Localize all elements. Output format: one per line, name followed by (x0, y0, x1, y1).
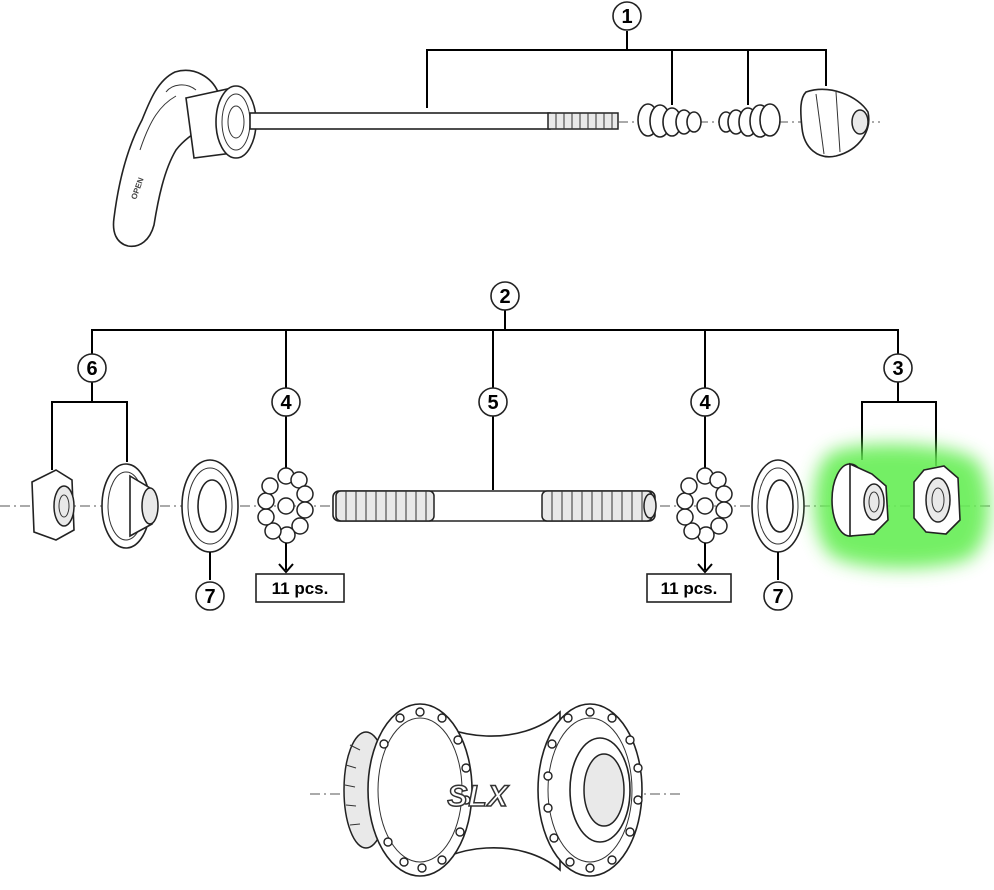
left-qty-box (255, 573, 345, 603)
skewer-thread (547, 112, 619, 130)
right-ball-bearings (676, 467, 733, 544)
hub-axle (332, 490, 657, 522)
hub-brand-logo: SLX (447, 780, 509, 813)
callout-5: 5 (487, 392, 498, 414)
callout-3: 3 (892, 358, 903, 380)
hub-axle-assembly: 11 pcs. (0, 281, 990, 611)
right-qty-label: 11 pcs. (661, 579, 718, 598)
left-locknut (31, 469, 75, 541)
callout-1: 1 (621, 6, 632, 28)
right-dust-cap (751, 459, 805, 553)
callout-4-right: 4 (699, 392, 711, 414)
left-ball-bearings (257, 467, 314, 544)
callout-7-right: 7 (772, 586, 783, 608)
right-cone (831, 462, 889, 537)
left-dust-cap (181, 459, 239, 553)
skewer-spring-left (637, 103, 702, 138)
skewer-spring-right (718, 103, 781, 138)
quick-release-skewer: OPEN (112, 1, 880, 248)
callout-7-left: 7 (204, 586, 215, 608)
hub-shell: SLX (310, 703, 680, 877)
callout-2: 2 (499, 286, 510, 308)
left-flange (367, 703, 473, 877)
callout-6: 6 (86, 358, 97, 380)
skewer-shaft (249, 112, 551, 130)
left-qty-label: 11 pcs. (272, 579, 329, 598)
right-qty-box (646, 573, 732, 603)
left-cone (101, 463, 159, 549)
right-locknut (913, 465, 961, 535)
callout-4-left: 4 (280, 392, 292, 414)
